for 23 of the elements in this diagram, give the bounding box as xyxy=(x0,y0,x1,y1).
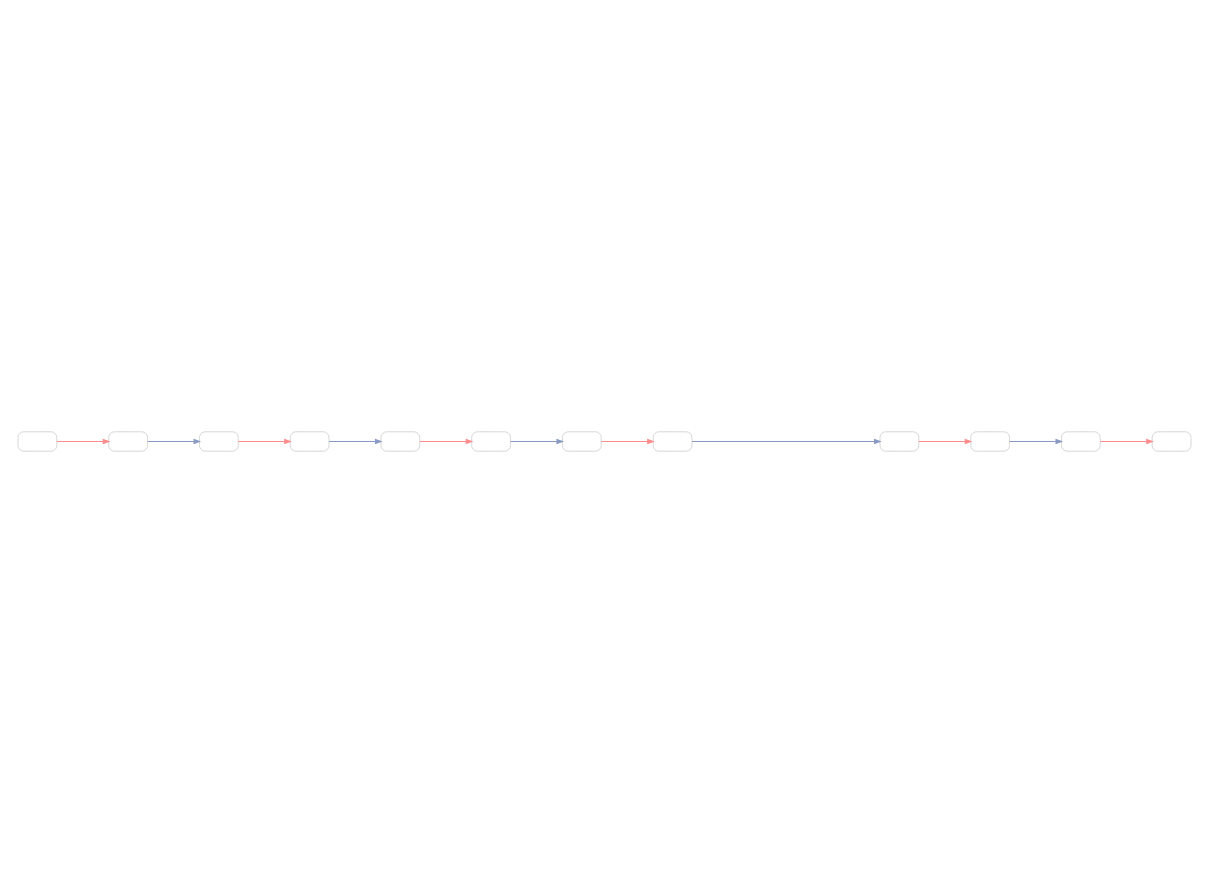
node-box xyxy=(561,431,602,452)
node-box xyxy=(380,431,421,452)
arrow xyxy=(419,438,474,445)
arrow xyxy=(328,438,383,445)
node-box xyxy=(17,431,58,452)
node-box xyxy=(970,431,1010,452)
node-box xyxy=(879,431,920,452)
node-box xyxy=(471,431,511,452)
node-box xyxy=(199,431,239,452)
node-box xyxy=(108,431,148,452)
node-box xyxy=(1151,431,1192,452)
arrow xyxy=(918,438,973,445)
arrow xyxy=(1099,438,1154,445)
node-box xyxy=(289,431,330,452)
arrow xyxy=(691,438,882,445)
arrow xyxy=(56,438,111,445)
arrow xyxy=(1009,438,1064,445)
node-box xyxy=(1061,431,1101,452)
node-box xyxy=(652,431,693,452)
arrow xyxy=(147,438,202,445)
arrow xyxy=(509,438,565,445)
arrow xyxy=(237,438,292,445)
arrow xyxy=(600,438,655,445)
